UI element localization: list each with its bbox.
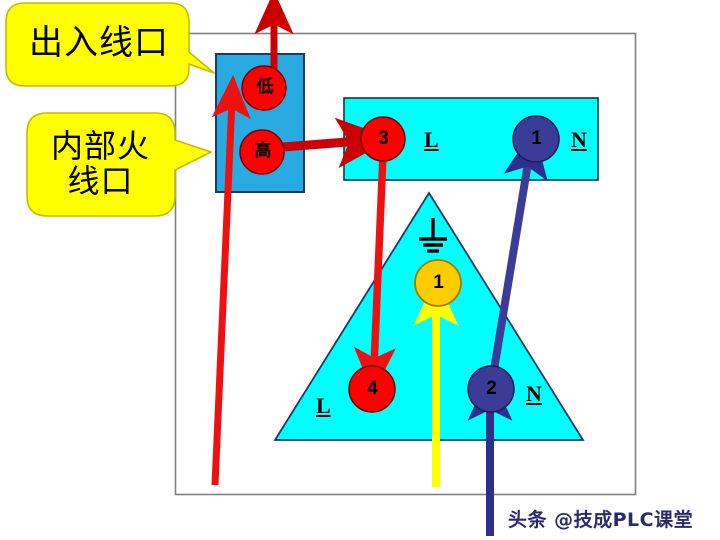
node-1-ground[interactable] [414,259,462,307]
blue-2-to-1-arrow [488,128,548,383]
node-high[interactable] [239,129,285,175]
node-2[interactable] [467,365,515,413]
red-high-to-3-arrow [282,117,393,168]
red-long-in-arrow [211,74,251,486]
node-low[interactable] [241,65,287,111]
panel-frame [174,32,637,496]
node-4[interactable] [348,365,396,413]
callout-internal-live-port[interactable] [26,112,212,217]
node-1-breaker[interactable] [512,115,560,163]
red-3-to-4-arrow [353,154,396,394]
rcd-triangle [273,191,585,441]
callout-inlet-outlet[interactable] [5,2,215,87]
earth-ground-icon [419,218,447,253]
node-3[interactable] [360,116,406,162]
